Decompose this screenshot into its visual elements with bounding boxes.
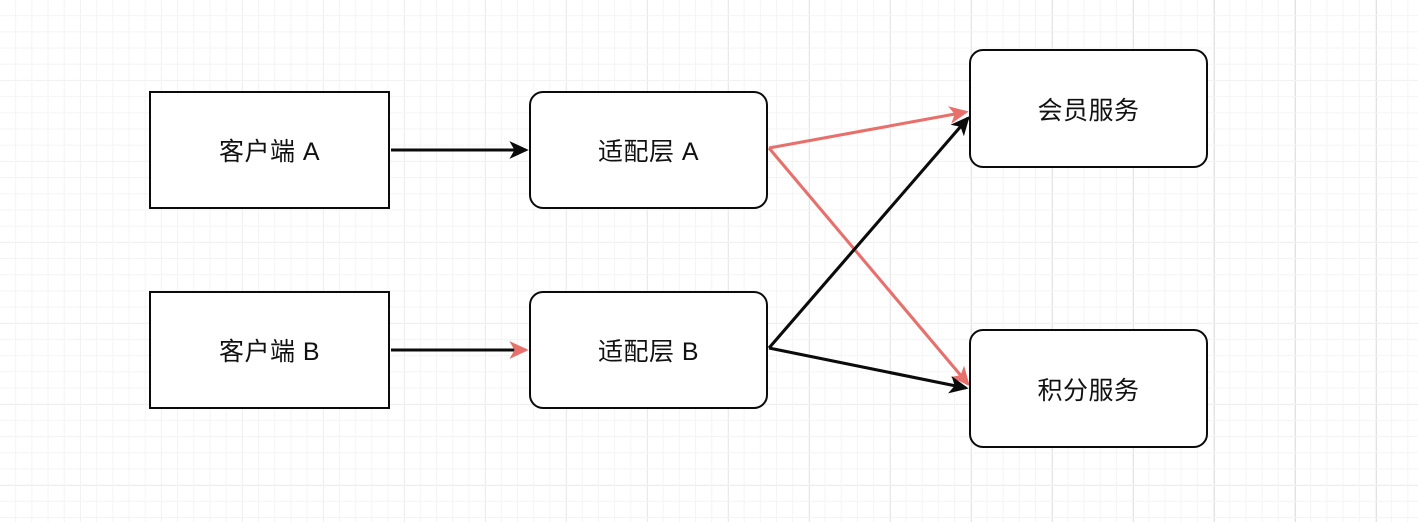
edge-adapter-b-to-points	[768, 346, 969, 394]
node-client-b[interactable]: 客户端 B	[149, 291, 390, 409]
node-label: 适配层 A	[597, 138, 700, 166]
node-member-service[interactable]: 会员服务	[969, 49, 1208, 168]
edge-adapter-b-to-member	[767, 115, 970, 350]
edge-adapter-a-to-member	[768, 106, 969, 150]
node-label: 积分服务	[1037, 376, 1140, 405]
node-label: 客户端 B	[218, 338, 321, 366]
edge-adapter-a-to-points	[767, 147, 970, 387]
node-points-service[interactable]: 积分服务	[969, 329, 1208, 448]
node-client-a[interactable]: 客户端 A	[149, 91, 390, 209]
node-adapter-a[interactable]: 适配层 A	[529, 91, 768, 209]
node-label: 客户端 A	[218, 138, 321, 166]
node-adapter-b[interactable]: 适配层 B	[529, 291, 768, 409]
node-label: 适配层 B	[597, 338, 700, 366]
node-label: 会员服务	[1037, 96, 1140, 125]
